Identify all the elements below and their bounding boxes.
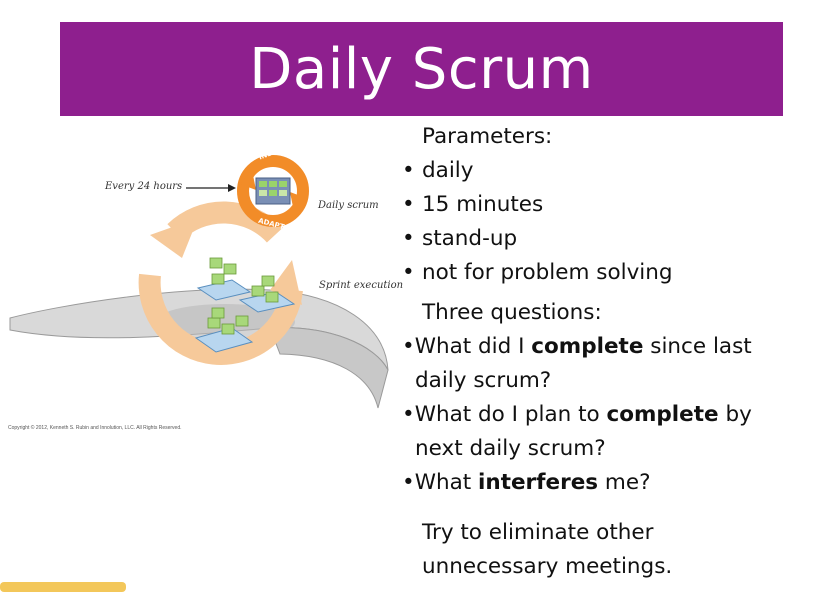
closing-line-1: Try to eliminate other [422,520,654,545]
bullet: • [402,192,415,217]
sprint-execution-label: Sprint execution [319,280,404,291]
question-item: •What interferes me? [402,470,651,495]
title-banner: Daily Scrum [60,22,783,116]
question-item: •What did I complete since last [402,334,752,359]
bullet: • [402,260,415,285]
bullet: • [402,158,415,183]
parameter-item: •stand-up [402,222,517,256]
question-continuation: daily scrum? [415,368,552,393]
parameter-item: •not for problem solving [402,256,673,290]
bullet: • [402,226,415,251]
parameter-item: •15 minutes [402,188,543,222]
every-24-hours-label: Every 24 hours [105,181,183,192]
copyright-notice: Copyright © 2012, Kenneth S. Rubin and I… [8,425,182,431]
daily-scrum-label: Daily scrum [318,200,379,211]
question-item: •What do I plan to complete by [402,402,752,427]
closing-line-2: unnecessary meetings. [422,554,673,579]
slide-title: Daily Scrum [249,36,594,102]
questions-heading: Three questions: [422,300,602,325]
question-continuation: next daily scrum? [415,436,606,461]
scrum-diagram: Every 24 hours Daily scrum Sprint execut… [0,140,404,440]
parameter-item: •daily [402,154,474,188]
bottom-decoration [0,582,126,592]
parameters-heading: Parameters: [422,124,553,149]
scrum-diagram-graphic [9,155,389,409]
